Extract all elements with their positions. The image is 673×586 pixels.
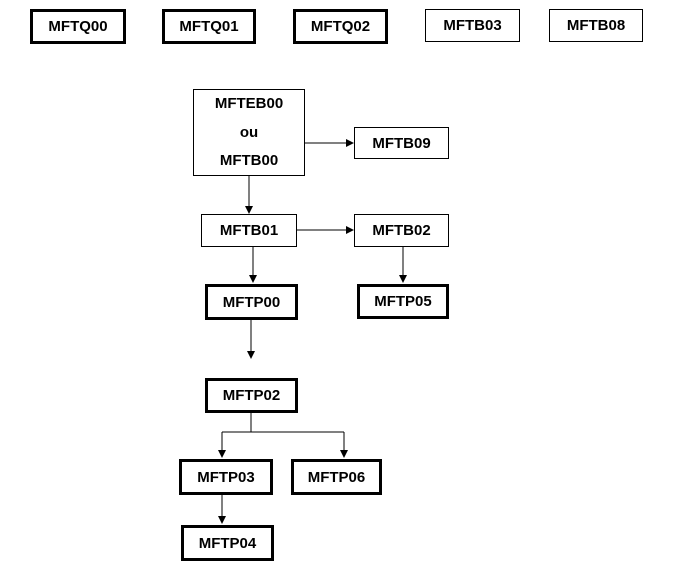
node-label: MFTB03: [443, 17, 502, 34]
node-mftb08: MFTB08: [549, 9, 643, 42]
node-label: MFTQ02: [310, 18, 371, 35]
node-label-line2: ou: [239, 123, 259, 141]
node-mftb02: MFTB02: [354, 214, 449, 247]
node-mftb03: MFTB03: [425, 9, 520, 42]
node-label: MFTB02: [372, 222, 431, 239]
node-label: MFTB01: [219, 222, 279, 239]
node-label-line1: MFTEB00: [214, 95, 284, 112]
node-mftp06: MFTP06: [291, 459, 382, 495]
node-mftb09: MFTB09: [354, 127, 449, 159]
node-label: MFTP04: [198, 534, 257, 552]
node-mftb01: MFTB01: [201, 214, 297, 247]
node-label: MFTQ00: [48, 18, 108, 35]
node-mftq00: MFTQ00: [30, 9, 126, 44]
node-mftq01: MFTQ01: [162, 9, 256, 44]
node-mftp03: MFTP03: [179, 459, 273, 495]
node-label: MFTP02: [222, 387, 281, 404]
node-label: MFTP00: [222, 293, 281, 311]
node-label: MFTQ01: [179, 18, 239, 35]
node-label: MFTB08: [566, 17, 626, 34]
node-mftp02: MFTP02: [205, 378, 298, 413]
node-label: MFTP06: [307, 468, 366, 486]
node-mfteb00-or-mftb00: MFTEB00 ou MFTB00: [193, 89, 305, 176]
node-mftp04: MFTP04: [181, 525, 274, 561]
node-label: MFTB09: [372, 134, 431, 152]
node-label: MFTP03: [197, 468, 255, 486]
node-mftq02: MFTQ02: [293, 9, 388, 44]
node-label-line3: MFTB00: [219, 152, 279, 169]
node-mftp05: MFTP05: [357, 284, 449, 319]
node-label: MFTP05: [374, 293, 432, 310]
node-mftp00: MFTP00: [205, 284, 298, 320]
